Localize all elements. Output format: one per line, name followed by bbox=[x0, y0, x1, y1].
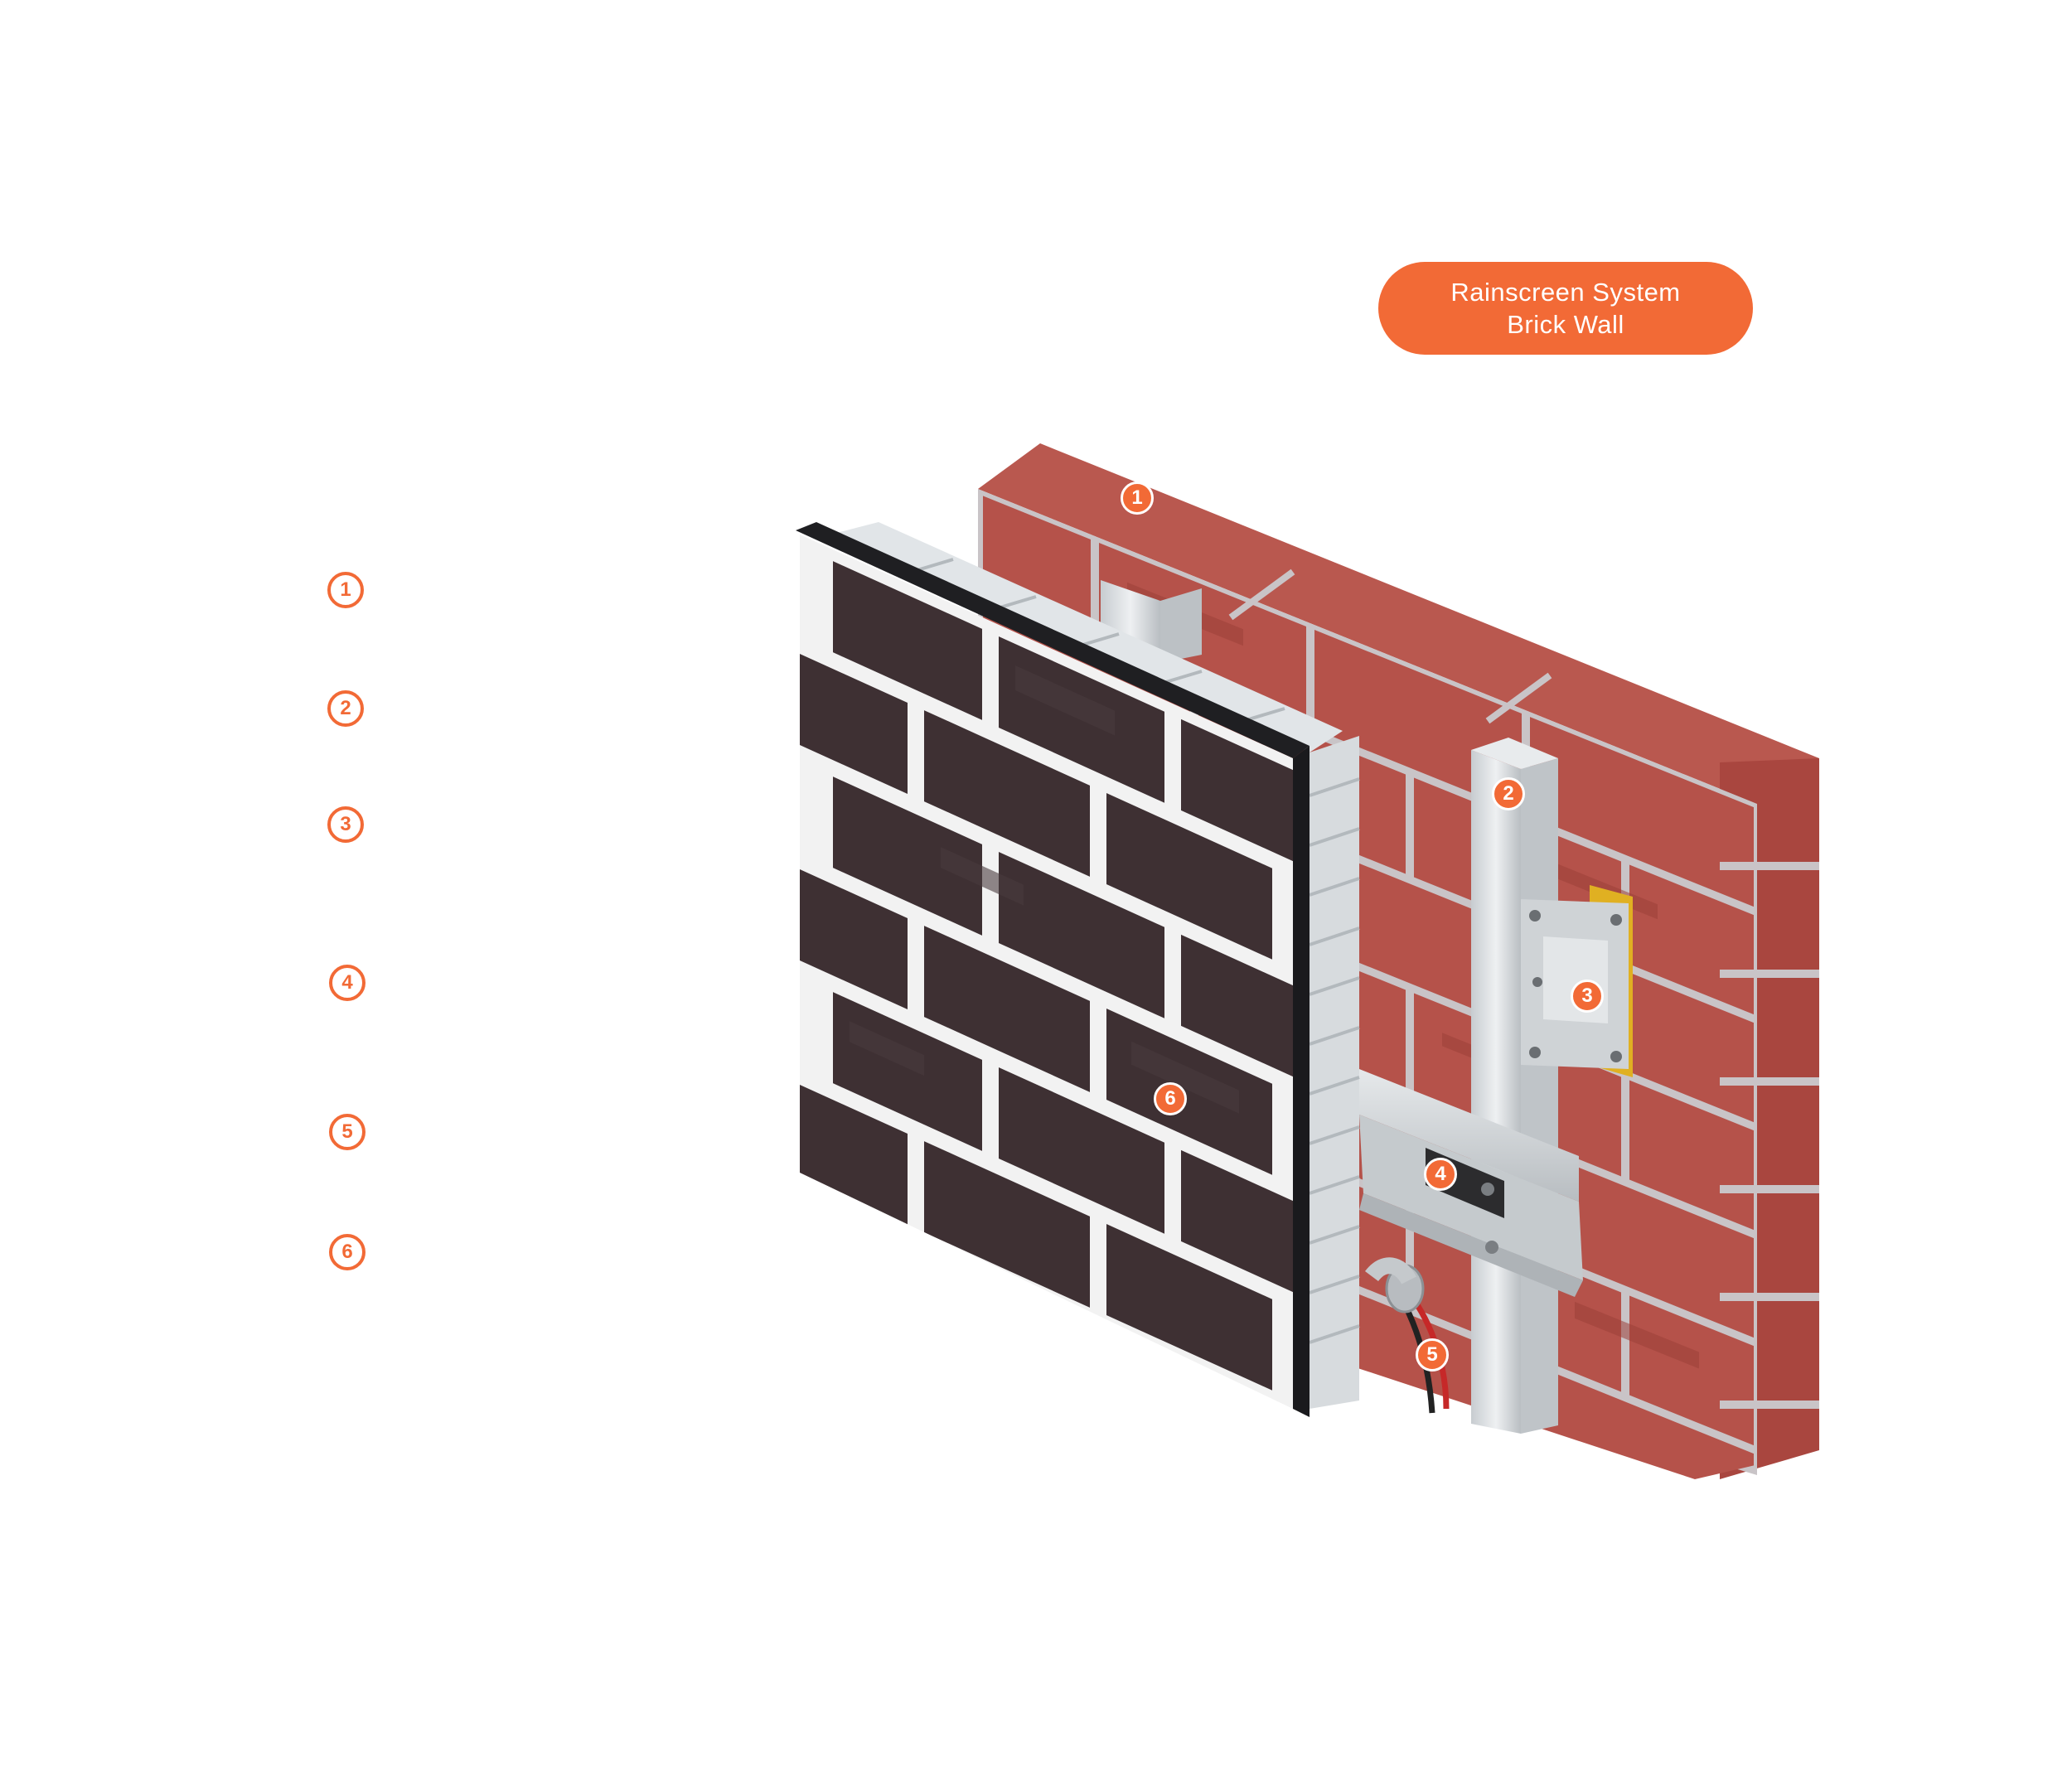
callout-1: 1 bbox=[1121, 481, 1154, 515]
front-brick-slip-panel bbox=[796, 522, 1310, 1417]
callout-4: 4 bbox=[1424, 1158, 1457, 1191]
vertical-aluminium-rail bbox=[1471, 738, 1558, 1434]
back-wall-top-mortar bbox=[1228, 568, 1552, 724]
horizontal-rail bbox=[1359, 1069, 1583, 1297]
callout-6: 6 bbox=[1154, 1082, 1187, 1115]
legend-marker-4: 4 bbox=[329, 965, 366, 1001]
legend-marker-3: 3 bbox=[327, 806, 364, 843]
system-title-line1: Rainscreen System bbox=[1450, 278, 1681, 307]
legend-marker-1: 1 bbox=[327, 572, 364, 608]
system-title-badge: Rainscreen System Brick Wall bbox=[1378, 262, 1753, 355]
honeycomb-core bbox=[821, 522, 1360, 1409]
back-wall-side-mortar bbox=[1720, 862, 1819, 1409]
front-panel-bricks bbox=[800, 561, 1293, 1391]
legend-marker-2: 2 bbox=[327, 690, 364, 727]
callout-2: 2 bbox=[1492, 777, 1525, 810]
back-wall-top-face bbox=[978, 443, 1819, 804]
callout-5: 5 bbox=[1416, 1338, 1449, 1372]
system-title-line2: Brick Wall bbox=[1507, 310, 1624, 339]
callout-3: 3 bbox=[1571, 980, 1604, 1013]
legend-marker-6: 6 bbox=[329, 1234, 366, 1270]
wall-bracket bbox=[1521, 885, 1633, 1077]
legend-marker-5: 5 bbox=[329, 1114, 366, 1150]
